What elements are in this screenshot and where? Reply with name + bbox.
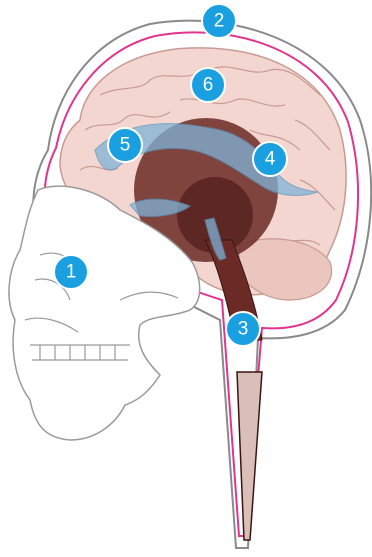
marker-4-label: 4 — [265, 149, 276, 170]
marker-5-label: 5 — [120, 135, 131, 156]
marker-1-label: 1 — [66, 262, 77, 283]
marker-2: 2 — [202, 4, 236, 38]
marker-6-label: 6 — [203, 75, 214, 96]
marker-3: 3 — [226, 312, 260, 346]
marker-6: 6 — [191, 68, 225, 102]
spinal-canal — [237, 372, 262, 540]
marker-1: 1 — [54, 255, 88, 289]
marker-2-label: 2 — [214, 11, 225, 32]
marker-4: 4 — [253, 142, 287, 176]
marker-5: 5 — [108, 128, 142, 162]
marker-3-label: 3 — [238, 319, 249, 340]
